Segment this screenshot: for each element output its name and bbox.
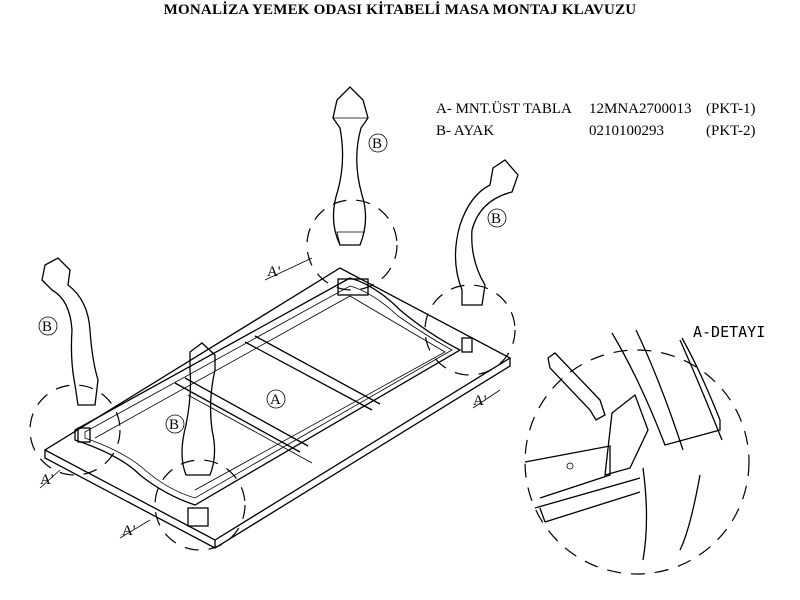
leg-left	[41, 257, 99, 406]
label-a-prime: A'	[40, 472, 54, 488]
page-title: MONALİZA YEMEK ODASI KİTABELİ MASA MONTA…	[163, 2, 637, 18]
svg-text:B: B	[42, 319, 52, 335]
detail-circle	[424, 284, 516, 376]
part-b-code: 0210100293	[589, 123, 664, 139]
detail-title: A-DETAYI	[693, 323, 765, 341]
leg-center-front	[181, 342, 216, 476]
leg-top-right	[454, 159, 519, 306]
detail-circle	[29, 384, 121, 476]
svg-text:A: A	[270, 392, 281, 408]
part-b-package: (PKT-2)	[706, 123, 756, 139]
label-a: A	[266, 389, 286, 409]
detail-circle-large	[524, 349, 750, 575]
label-b: B	[165, 414, 185, 434]
wrench-icon	[547, 352, 606, 421]
part-a-package: (PKT-1)	[706, 101, 756, 117]
svg-text:B: B	[169, 417, 179, 433]
part-b-name: B- AYAK	[436, 123, 495, 139]
svg-text:B: B	[372, 136, 382, 152]
leg-top-center	[332, 86, 369, 246]
label-b: B	[487, 208, 507, 228]
detail-circle	[154, 459, 246, 551]
label-b: B	[38, 316, 58, 336]
label-a-prime: A'	[122, 523, 136, 539]
part-a-name: A- MNT.ÜST TABLA	[436, 101, 572, 117]
detail-circle	[306, 199, 398, 291]
svg-text:B: B	[491, 211, 501, 227]
label-a-prime: A'	[267, 264, 281, 280]
part-a-code: 12MNA2700013	[589, 101, 692, 117]
label-b: B	[368, 133, 388, 153]
detail-view: A-DETAYI	[524, 323, 765, 561]
label-a-prime: A'	[473, 393, 487, 409]
